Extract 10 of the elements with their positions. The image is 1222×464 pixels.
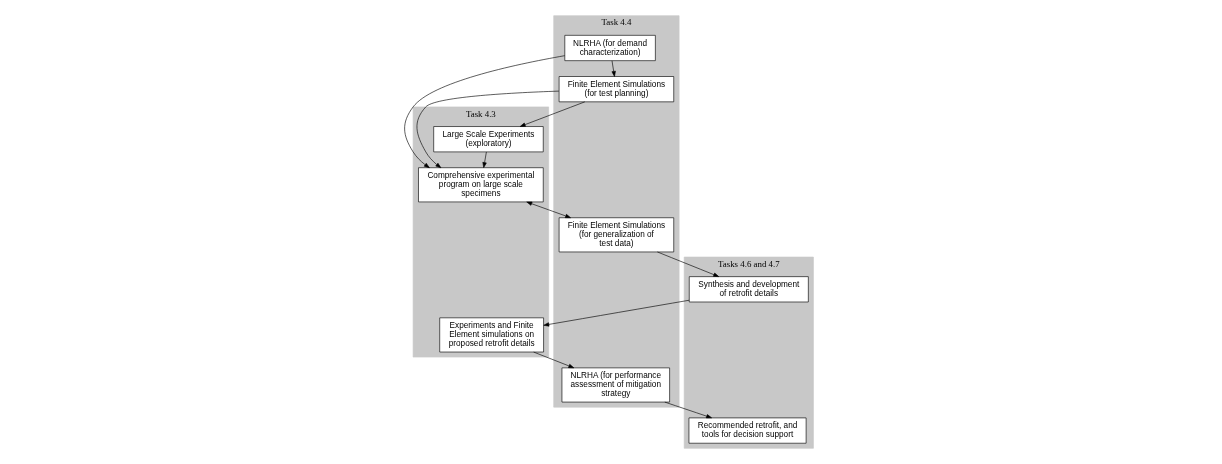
arrow (656, 251, 719, 277)
arrow (611, 60, 616, 77)
arrow (519, 101, 585, 127)
arrow (532, 351, 574, 369)
arrow (403, 55, 565, 168)
arrow (416, 90, 559, 169)
arrow (525, 201, 571, 219)
arrow (482, 151, 487, 168)
arrow (664, 401, 712, 419)
arrow (542, 299, 689, 327)
